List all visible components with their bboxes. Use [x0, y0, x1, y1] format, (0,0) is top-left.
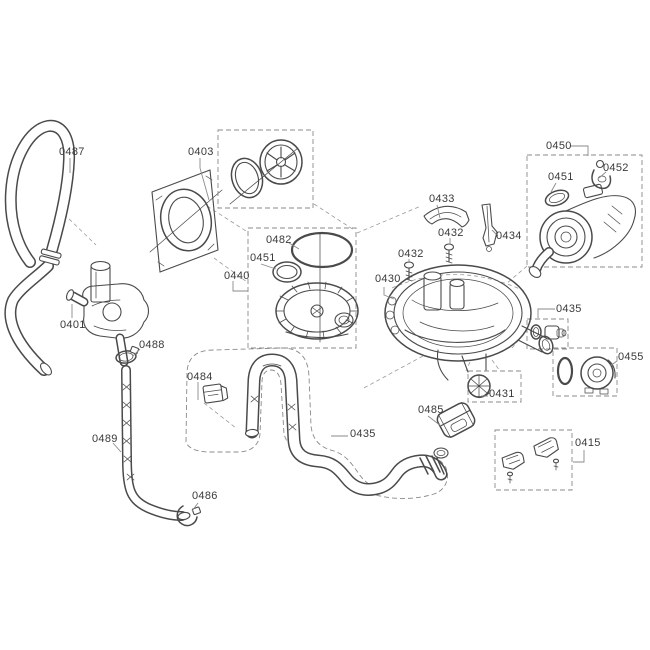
screw-0432-a: [443, 243, 455, 264]
part-label-0403: 0403: [188, 146, 214, 158]
kit-0440-parts: [272, 231, 359, 340]
part-label-0440: 0440: [224, 270, 250, 282]
o-ring-0482: [290, 231, 354, 269]
hose-kit-outline: [185, 347, 448, 499]
mounting-flange: [151, 169, 219, 273]
corrugation-marks: [122, 383, 135, 481]
part-label-0488: 0488: [139, 339, 165, 351]
holder-0434: [481, 203, 498, 252]
kit-0403-parts: [230, 139, 303, 199]
supply-hose-0487: [4, 119, 76, 376]
kit-box-0455: [552, 347, 618, 397]
part-label-0430: 0430: [375, 273, 401, 285]
coupling-0485: [436, 402, 476, 438]
seal-0451-left: [272, 261, 302, 283]
part-label-0485: 0485: [418, 404, 444, 416]
pump-0455: [556, 356, 616, 395]
part-label-0434: 0434: [496, 230, 522, 242]
sump-hose-0435: [244, 353, 449, 496]
drain-pipe-0489: [121, 365, 202, 527]
part-label-0433: 0433: [429, 193, 455, 205]
part-label-0432-b: 0432: [398, 248, 424, 260]
kit-box-0450: [526, 154, 643, 268]
kit-boxes: [217, 129, 643, 491]
part-label-0489: 0489: [92, 433, 118, 445]
kit-box-0440: [247, 227, 357, 349]
part-label-0401: 0401: [60, 319, 86, 331]
part-label-0452: 0452: [603, 162, 629, 174]
part-label-0431: 0431: [489, 388, 515, 400]
impeller-0440: [275, 281, 359, 340]
clip-0484: [202, 383, 229, 404]
check-valve-0435: [530, 324, 567, 340]
part-label-0435-valve: 0435: [556, 303, 582, 315]
fixing-kit-0415: [501, 437, 560, 484]
impeller-cover: [259, 139, 303, 185]
kit-box-0435: [526, 318, 569, 350]
part-label-0486: 0486: [192, 490, 218, 502]
valve-assembly-0401: [65, 260, 150, 367]
filter-0431: [467, 374, 491, 399]
part-label-0482: 0482: [266, 234, 292, 246]
sump-0430: [384, 264, 554, 381]
seal-0451-right: [544, 189, 570, 207]
hose-open-end: [40, 362, 52, 376]
leader-lines: [69, 145, 618, 512]
part-label-0450: 0450: [546, 140, 572, 152]
kit-screw-a: [506, 471, 514, 484]
seal-ring: [230, 157, 264, 199]
kit-box-0403: [217, 129, 314, 209]
clamp-0486: [176, 505, 202, 527]
part-label-0451-right: 0451: [548, 171, 574, 183]
hose-texture: [250, 363, 297, 431]
part-label-0451-left: 0451: [250, 252, 276, 264]
part-label-0415: 0415: [575, 437, 601, 449]
part-label-0435-hose: 0435: [350, 428, 376, 440]
kit-screw-b: [552, 458, 560, 471]
hose-coupling: [38, 248, 62, 266]
motor-0450: [528, 159, 637, 278]
part-label-0484: 0484: [187, 371, 213, 383]
screw-0432-b: [403, 261, 415, 282]
cover-0433: [423, 205, 470, 228]
kit-box-0415: [494, 429, 573, 491]
part-label-0455: 0455: [618, 351, 644, 363]
part-label-0432-a: 0432: [438, 227, 464, 239]
hose-ribbed-end: [419, 455, 445, 475]
part-label-0487: 0487: [59, 146, 85, 158]
